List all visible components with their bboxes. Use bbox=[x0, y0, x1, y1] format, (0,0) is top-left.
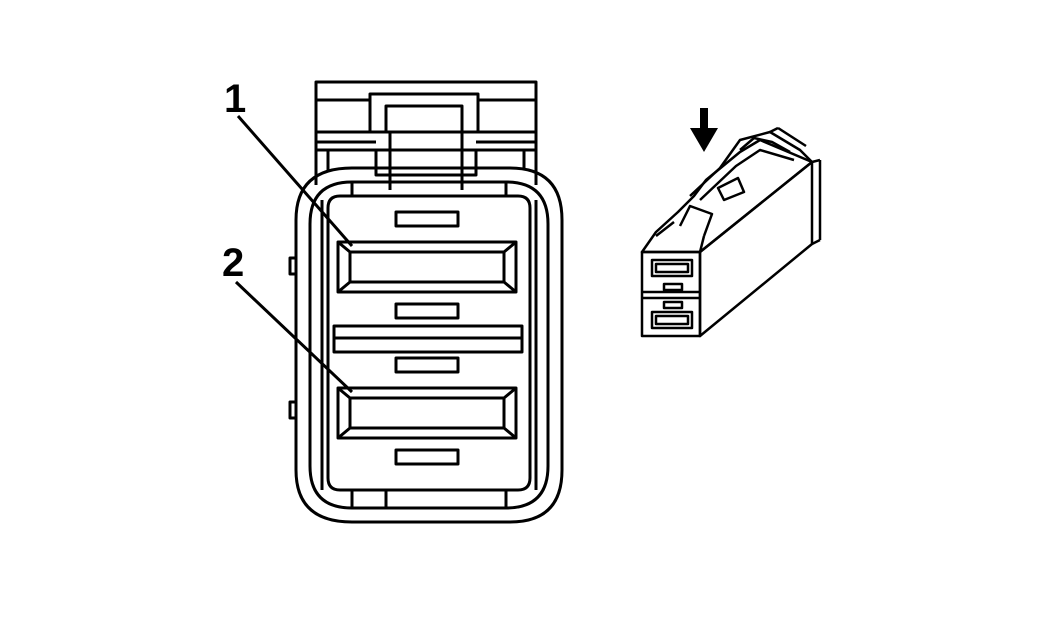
terminal-cavity-1 bbox=[336, 210, 518, 320]
cavity-separator bbox=[332, 324, 524, 354]
callout-1: 1 bbox=[224, 77, 354, 247]
terminal-cavity-2 bbox=[336, 356, 518, 466]
connector-isometric-view bbox=[640, 126, 822, 338]
top-latch bbox=[314, 80, 538, 190]
down-arrow-icon bbox=[690, 108, 718, 152]
callout-2-label: 2 bbox=[222, 241, 244, 285]
callout-1-leader bbox=[236, 115, 354, 247]
callout-2: 2 bbox=[222, 241, 354, 394]
iso-latch bbox=[655, 126, 813, 253]
iso-top-face bbox=[640, 138, 814, 254]
callout-2-leader bbox=[234, 280, 354, 394]
callout-1-label: 1 bbox=[224, 77, 246, 121]
connector-front-view bbox=[288, 80, 564, 524]
inner-face bbox=[326, 182, 532, 508]
